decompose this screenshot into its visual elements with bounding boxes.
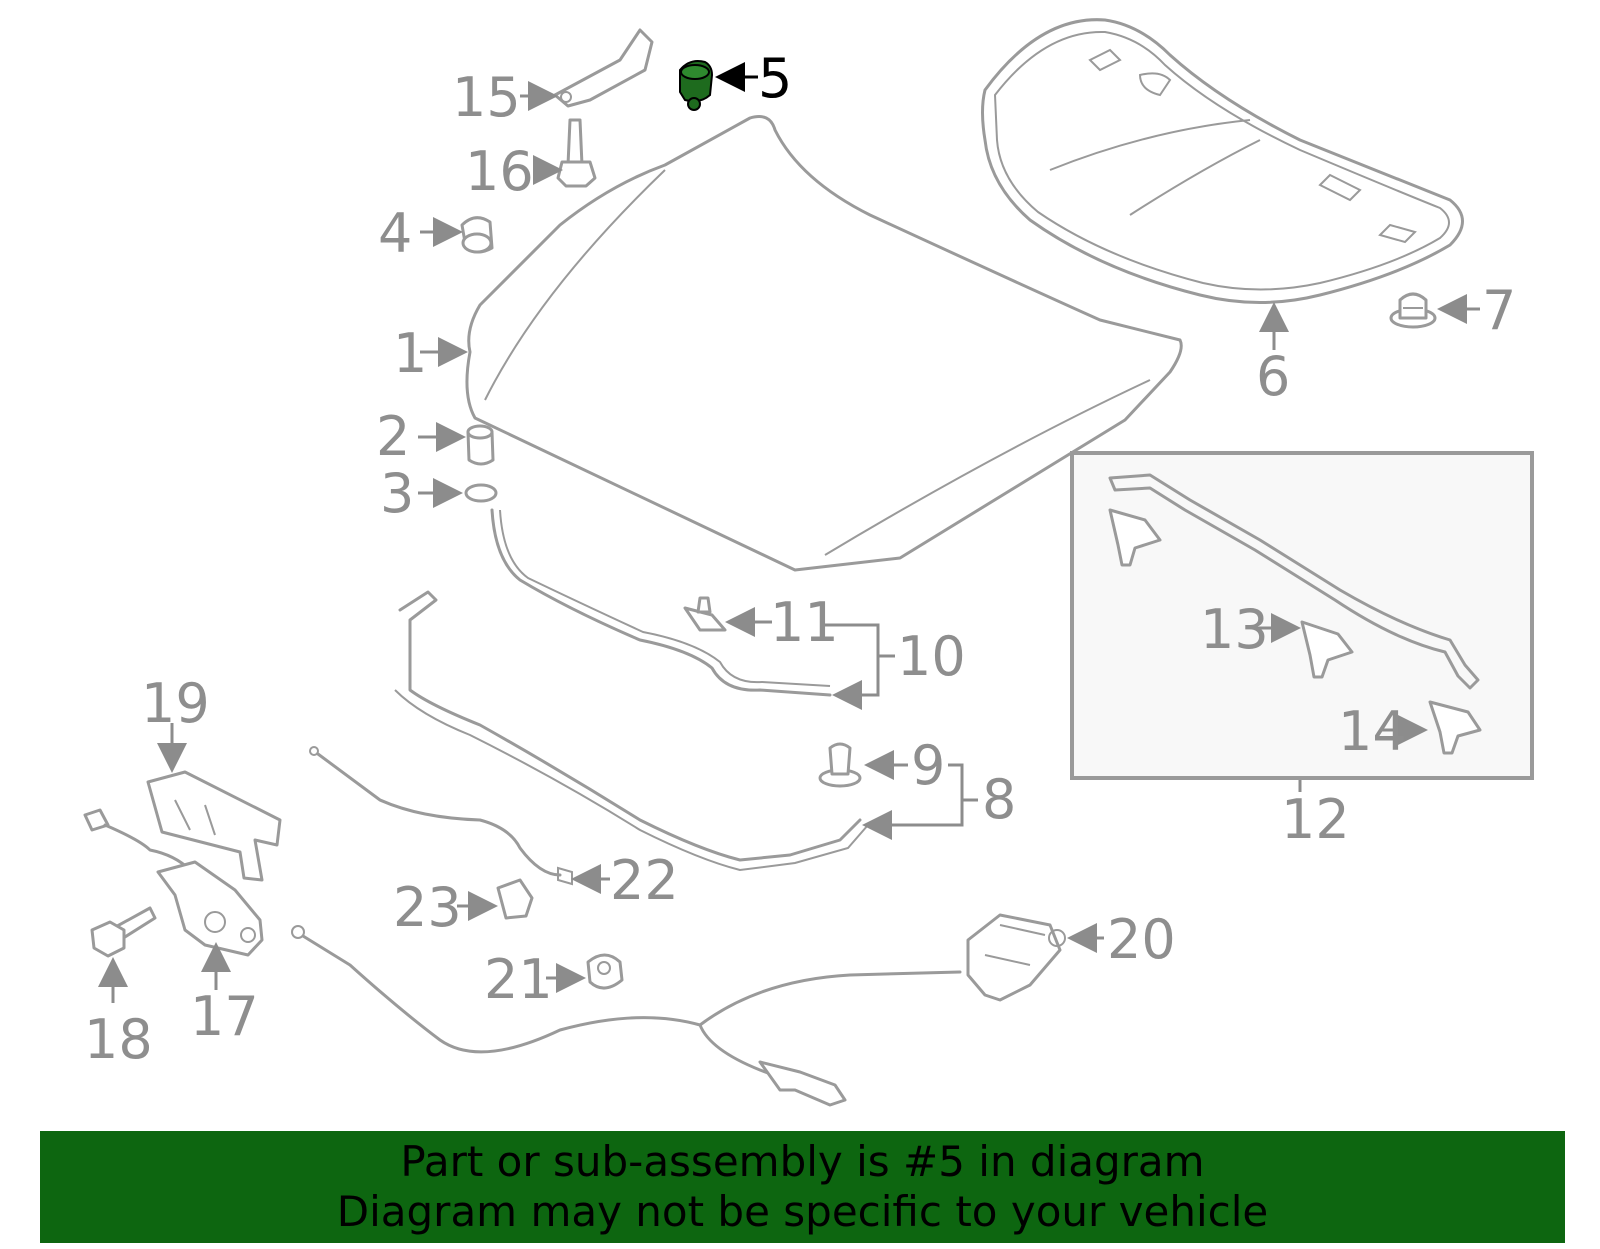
callout-23: 23 bbox=[393, 876, 462, 939]
info-banner: Part or sub-assembly is #5 in diagram Di… bbox=[40, 1131, 1565, 1243]
callout-15: 15 bbox=[452, 66, 521, 129]
callout-9: 9 bbox=[911, 734, 945, 797]
callout-8: 8 bbox=[982, 768, 1016, 831]
clip-7 bbox=[1389, 292, 1437, 329]
seal-8 bbox=[394, 590, 869, 872]
latch-cover-19 bbox=[146, 770, 282, 882]
hood-panel bbox=[465, 115, 1183, 572]
callout-22: 22 bbox=[610, 849, 679, 912]
seal-10 bbox=[490, 508, 832, 697]
leader-arrows bbox=[98, 62, 1480, 1003]
callout-4: 4 bbox=[378, 202, 412, 265]
callout-3: 3 bbox=[380, 462, 414, 525]
callout-10: 10 bbox=[897, 625, 966, 688]
release-handle-20 bbox=[291, 913, 1066, 1107]
callout-11: 11 bbox=[770, 591, 839, 654]
banner-line-2: Diagram may not be specific to your vehi… bbox=[336, 1187, 1269, 1236]
callout-21: 21 bbox=[484, 948, 553, 1011]
hinge-bracket-15 bbox=[553, 28, 654, 108]
callout-2: 2 bbox=[376, 405, 410, 468]
callout-1: 1 bbox=[393, 322, 427, 385]
callout-18: 18 bbox=[84, 1008, 153, 1071]
callout-13: 13 bbox=[1200, 598, 1269, 661]
callout-14: 14 bbox=[1338, 700, 1407, 763]
banner-line-1: Part or sub-assembly is #5 in diagram bbox=[400, 1137, 1205, 1186]
bumper-4 bbox=[460, 216, 494, 254]
push-clip-9 bbox=[818, 742, 862, 788]
clip-11 bbox=[683, 596, 727, 632]
clip-23 bbox=[496, 878, 534, 920]
washer-nozzle-box bbox=[1070, 451, 1534, 780]
callout-6: 6 bbox=[1256, 345, 1290, 408]
grommet-21 bbox=[586, 953, 624, 990]
latch-17 bbox=[83, 808, 264, 957]
callout-20: 20 bbox=[1107, 908, 1176, 971]
bumper-5-highlighted bbox=[679, 60, 714, 111]
callout-17: 17 bbox=[190, 985, 259, 1048]
callout-7: 7 bbox=[1482, 279, 1516, 342]
callout-5: 5 bbox=[758, 47, 792, 110]
callout-12: 12 bbox=[1281, 788, 1350, 851]
callout-16: 16 bbox=[465, 140, 534, 203]
callout-labels: 1 2 3 4 5 6 7 8 9 10 11 12 13 14 15 16 1… bbox=[84, 47, 1516, 1071]
bumper-2 bbox=[466, 424, 495, 466]
hood-insulator bbox=[981, 18, 1464, 304]
bolt-18 bbox=[90, 906, 157, 958]
o-ring-3 bbox=[464, 483, 498, 503]
callout-19: 19 bbox=[141, 672, 210, 735]
bolt-16 bbox=[556, 118, 597, 188]
